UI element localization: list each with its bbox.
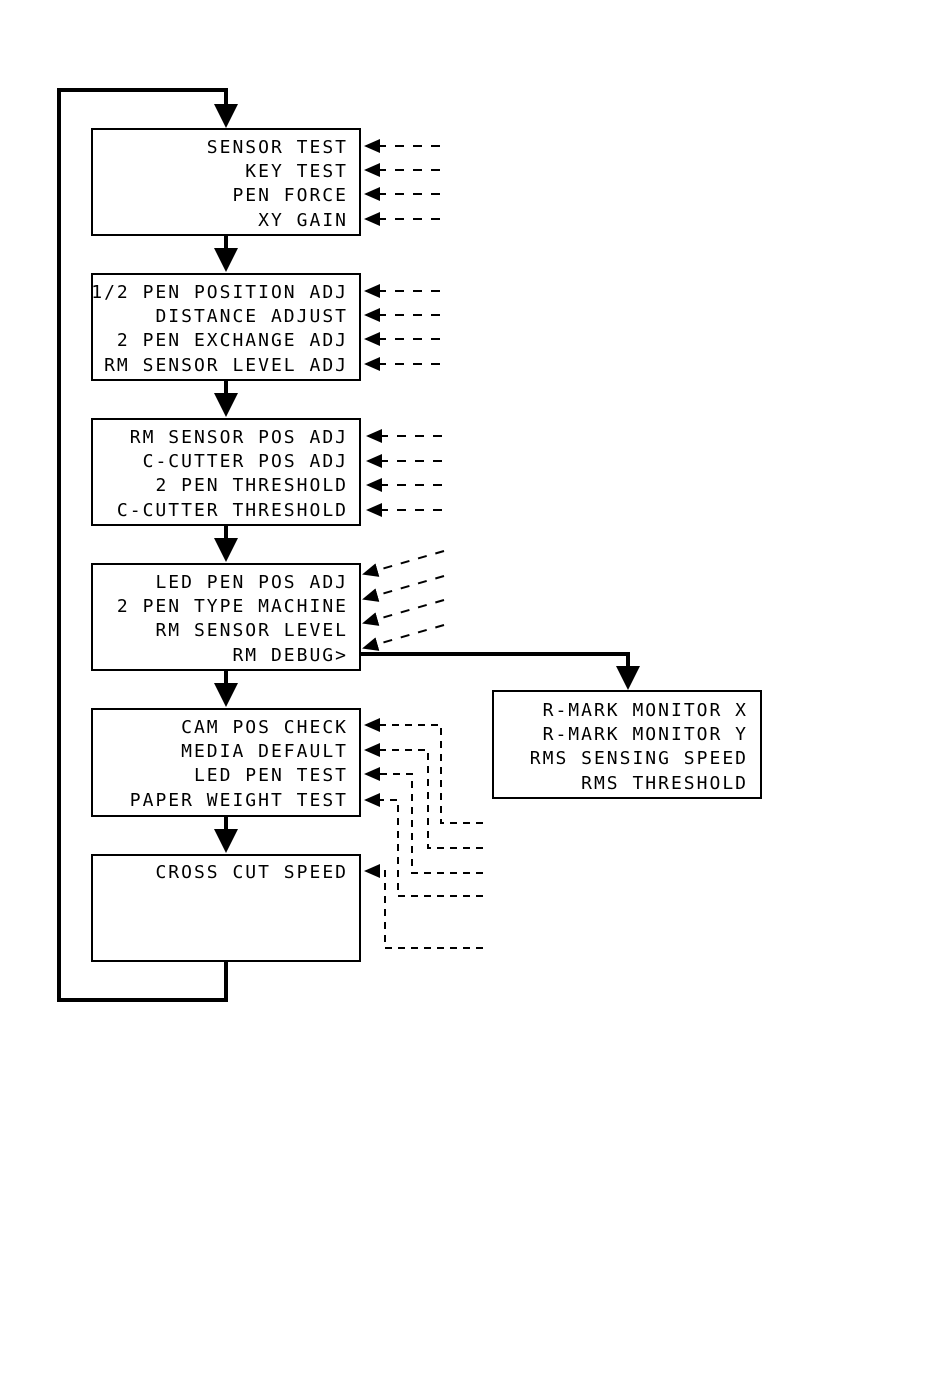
menu-item: KEY TEST	[245, 161, 348, 182]
submenu-item: RMS THRESHOLD	[581, 773, 748, 794]
dashed-arrow	[362, 575, 445, 602]
dashed-arrow	[362, 624, 445, 651]
dashed-arrow	[364, 864, 483, 949]
menu-item: 1/2 PEN POSITION ADJ	[91, 282, 348, 303]
menu-item: RM SENSOR LEVEL	[155, 620, 348, 641]
menu-box-6	[91, 854, 361, 962]
menu-item: MEDIA DEFAULT	[181, 741, 348, 762]
dashed-arrow	[364, 793, 483, 897]
loop-back-line	[57, 88, 238, 1002]
dashed-arrow	[362, 599, 445, 626]
menu-item: SENSOR TEST	[207, 137, 348, 158]
menu-item: RM SENSOR LEVEL ADJ	[104, 355, 348, 376]
dashed-arrow	[364, 743, 483, 849]
menu-item: C-CUTTER THRESHOLD	[117, 500, 348, 521]
menu-item: CAM POS CHECK	[181, 717, 348, 738]
menu-item: DISTANCE ADJUST	[155, 306, 348, 327]
menu-item: PEN FORCE	[232, 185, 348, 206]
menu-item: 2 PEN EXCHANGE ADJ	[117, 330, 348, 351]
menu-item: 2 PEN THRESHOLD	[155, 475, 348, 496]
submenu-item: R-MARK MONITOR Y	[543, 724, 748, 745]
menu-box-5	[91, 708, 361, 817]
menu-item: C-CUTTER POS ADJ	[143, 451, 348, 472]
menu-item: RM SENSOR POS ADJ	[130, 427, 348, 448]
dashed-arrow	[362, 550, 445, 577]
menu-box-2	[91, 273, 361, 381]
menu-box-4	[91, 563, 361, 671]
menu-item: RM DEBUG>	[232, 645, 348, 666]
menu-item: XY GAIN	[258, 210, 348, 231]
menu-box-3	[91, 418, 361, 526]
submenu-item: R-MARK MONITOR X	[543, 700, 748, 721]
debug-branch-line	[360, 652, 640, 690]
submenu-item: RMS SENSING SPEED	[530, 748, 748, 769]
dashed-arrow	[364, 718, 483, 824]
menu-item: LED PEN TEST	[194, 765, 348, 786]
menu-item: LED PEN POS ADJ	[155, 572, 348, 593]
debug-submenu-box	[492, 690, 762, 799]
menu-item: 2 PEN TYPE MACHINE	[117, 596, 348, 617]
dashed-arrow	[364, 767, 483, 874]
menu-item: PAPER WEIGHT TEST	[130, 790, 348, 811]
menu-item: CROSS CUT SPEED	[155, 862, 348, 883]
menu-box-1	[91, 128, 361, 236]
